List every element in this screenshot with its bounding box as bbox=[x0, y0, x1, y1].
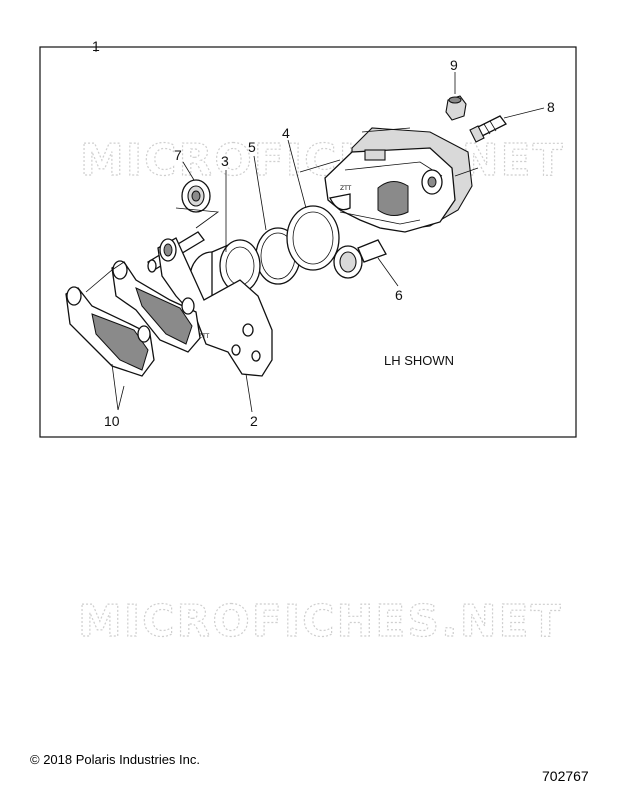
brake-pads-10 bbox=[65, 260, 201, 377]
callout-5: 5 bbox=[248, 139, 256, 155]
svg-text:ZTT: ZTT bbox=[340, 185, 352, 192]
callout-4: 4 bbox=[282, 125, 290, 141]
svg-text:ZTT: ZTT bbox=[198, 333, 210, 340]
watermark-top: MICROFICHES.NET bbox=[80, 135, 565, 186]
caliper-body: ZTT bbox=[324, 127, 479, 233]
assembly-frame bbox=[39, 46, 577, 438]
callout-6: 6 bbox=[395, 287, 403, 303]
callout-3: 3 bbox=[221, 153, 229, 169]
callout-7: 7 bbox=[174, 147, 182, 163]
piston-seal-7 bbox=[181, 179, 211, 213]
callout-10: 10 bbox=[104, 413, 120, 429]
watermark-bottom: MICROFICHES.NET bbox=[78, 596, 563, 647]
bleeder-cap bbox=[445, 95, 467, 121]
mounting-bracket-2: ZTT bbox=[157, 237, 273, 377]
callout-8: 8 bbox=[547, 99, 555, 115]
callout-1: 1 bbox=[92, 38, 100, 54]
bleeder-screw bbox=[469, 115, 507, 143]
callout-9: 9 bbox=[450, 57, 458, 73]
boot-6 bbox=[333, 239, 387, 279]
figure-number: 702767 bbox=[542, 768, 589, 784]
piston-3 bbox=[189, 239, 261, 305]
copyright-text: © 2018 Polaris Industries Inc. bbox=[30, 752, 200, 767]
lh-shown-note: LH SHOWN bbox=[384, 353, 454, 368]
dust-boot-4 bbox=[286, 205, 340, 271]
callout-2: 2 bbox=[250, 413, 258, 429]
